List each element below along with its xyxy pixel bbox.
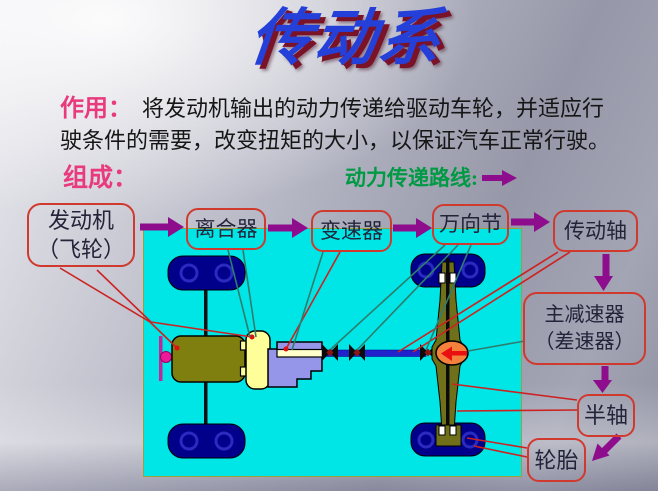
function-label: 作用： xyxy=(60,96,132,122)
flow-box-halfshaft[interactable]: 半轴 xyxy=(577,394,635,437)
function-text: 将发动机输出的动力传递给驱动车轮，并适应行驶条件的需要，改变扭矩的大小，以保证汽… xyxy=(60,96,611,153)
flow-box-reducer[interactable]: 主减速器 （差速器） xyxy=(523,292,646,365)
engine-label-line2: （飞轮） xyxy=(36,237,125,262)
composition-label: 组成： xyxy=(63,165,139,192)
reducer-label-line1: 主减速器 xyxy=(544,303,625,326)
route-label: 动力传递路线: xyxy=(345,166,478,190)
ujoint-label: 万向节 xyxy=(439,212,502,236)
halfshaft-label: 半轴 xyxy=(583,403,628,428)
driveshaft-label: 传动轴 xyxy=(564,218,627,243)
engine-label-line1: 发动机 xyxy=(47,208,114,233)
page-title: 传动系 xyxy=(246,5,446,73)
route-label-row: 动力传递路线: xyxy=(345,162,518,192)
diagram-panel xyxy=(143,228,522,477)
flow-arrow-down-icon xyxy=(593,366,612,393)
flow-arrow-down-icon xyxy=(594,254,613,291)
flow-arrow-down-left-icon xyxy=(592,433,622,461)
gearbox-label: 变速器 xyxy=(320,218,383,243)
reducer-label-line2: （差速器） xyxy=(534,330,635,353)
flow-box-gearbox[interactable]: 变速器 xyxy=(311,210,392,252)
flow-box-driveshaft[interactable]: 传动轴 xyxy=(553,210,638,252)
flow-box-clutch[interactable]: 离合器 xyxy=(186,208,266,250)
flow-box-engine[interactable]: 发动机 （飞轮） xyxy=(27,203,135,267)
tire-label: 轮胎 xyxy=(534,447,579,473)
function-paragraph: 作用：将发动机输出的动力传递给驱动车轮，并适应行驶条件的需要，改变扭矩的大小，以… xyxy=(60,93,620,156)
clutch-label: 离合器 xyxy=(194,216,258,241)
flow-box-tire[interactable]: 轮胎 xyxy=(527,438,586,482)
route-arrow-icon xyxy=(482,170,517,186)
flow-box-ujoint[interactable]: 万向节 xyxy=(432,204,509,245)
